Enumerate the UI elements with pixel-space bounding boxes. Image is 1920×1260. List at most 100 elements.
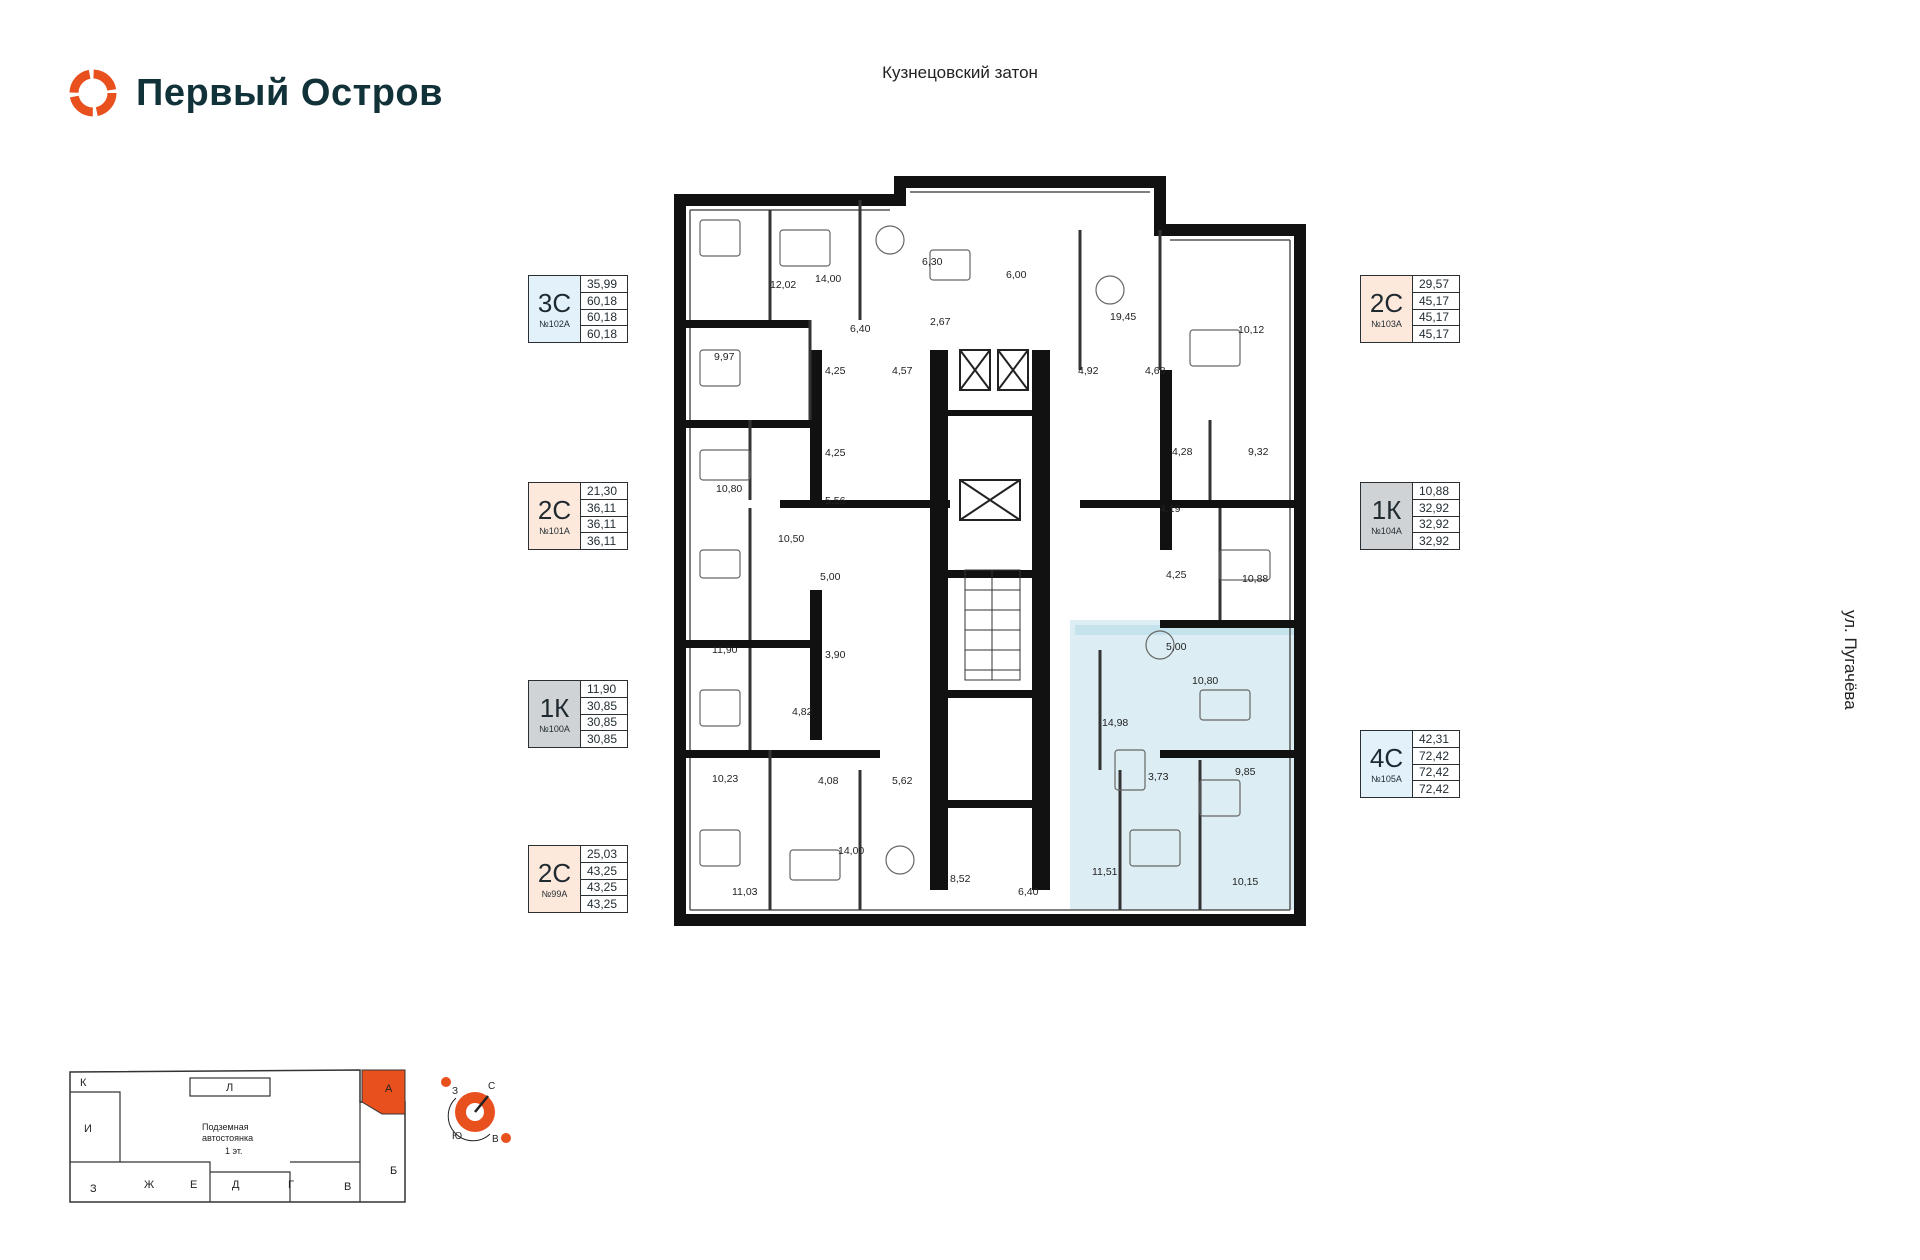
room-area: 4,25 bbox=[825, 365, 846, 377]
section-label: В bbox=[344, 1181, 351, 1193]
floor-plan: 12,02 14,00 6,30 6,00 19,45 10,12 6,40 2… bbox=[674, 176, 1306, 926]
room-area: 6,00 bbox=[1006, 269, 1027, 281]
apartment-type: 1К bbox=[539, 693, 570, 723]
room-area: 4,68 bbox=[1145, 365, 1166, 377]
room-area: 4,82 bbox=[792, 706, 813, 718]
apartment-area: 43,25 bbox=[581, 863, 627, 880]
compass-north: С bbox=[488, 1081, 495, 1092]
room-area: 9,85 bbox=[1235, 766, 1256, 778]
room-area: 5,00 bbox=[820, 571, 841, 583]
room-area: 3,73 bbox=[1148, 771, 1169, 783]
section-label: З bbox=[90, 1183, 97, 1195]
apartment-tag-101[interactable]: 2С №101А 21,30 36,11 36,11 36,11 bbox=[528, 482, 628, 550]
room-area: 14,00 bbox=[838, 845, 864, 857]
apartment-area: 60,18 bbox=[581, 293, 627, 310]
apartment-number: №104А bbox=[1371, 526, 1402, 536]
apartment-area: 25,03 bbox=[581, 846, 627, 863]
apartment-area: 29,57 bbox=[1413, 276, 1459, 293]
section-label: А bbox=[385, 1083, 393, 1095]
room-area: 6,40 bbox=[850, 323, 871, 335]
street-label-right: ул. Пугачёва bbox=[1841, 610, 1860, 710]
apartment-type: 2С bbox=[1369, 288, 1404, 318]
room-area: 2,67 bbox=[930, 316, 951, 328]
apartment-area: 72,42 bbox=[1413, 748, 1459, 765]
apartment-type: 2С bbox=[537, 495, 572, 525]
apartment-area: 60,18 bbox=[587, 327, 618, 342]
room-area: 10,50 bbox=[778, 533, 804, 545]
apartment-tag-102[interactable]: 3С №102А 35,99 60,18 60,18 60,18 bbox=[528, 275, 628, 343]
apartment-area: 30,85 bbox=[587, 732, 618, 747]
apartment-area: 72,42 bbox=[1413, 765, 1459, 782]
room-area: 4,25 bbox=[825, 447, 846, 459]
section-l[interactable] bbox=[189, 1077, 271, 1097]
parking-label: Подземная bbox=[202, 1122, 249, 1132]
brand-logo-icon bbox=[69, 69, 117, 117]
room-area: 11,03 bbox=[732, 886, 758, 898]
parking-label: автостоянка bbox=[202, 1133, 253, 1143]
room-area: 4,19 bbox=[1160, 503, 1181, 515]
room-area: 10,80 bbox=[1192, 675, 1218, 687]
apartment-area: 30,85 bbox=[581, 715, 627, 732]
brand: Первый Остров bbox=[66, 66, 443, 120]
apartment-area: 10,88 bbox=[1413, 483, 1459, 500]
room-area: 5,00 bbox=[1166, 641, 1187, 653]
apartment-area: 43,25 bbox=[587, 897, 618, 912]
room-area: 11,90 bbox=[712, 644, 738, 656]
section-label: Е bbox=[190, 1179, 197, 1191]
apartment-number: №101А bbox=[539, 526, 570, 536]
apartment-area: 32,92 bbox=[1413, 517, 1459, 534]
room-area: 12,02 bbox=[770, 279, 796, 291]
section-label: Ж bbox=[144, 1179, 154, 1191]
apartment-tag-105[interactable]: 4С №105А 42,31 72,42 72,42 72,42 bbox=[1360, 730, 1460, 798]
apartment-tag-103[interactable]: 2С №103А 29,57 45,17 45,17 45,17 bbox=[1360, 275, 1460, 343]
room-area: 10,88 bbox=[1242, 573, 1268, 585]
room-area: 10,80 bbox=[716, 483, 742, 495]
room-area: 6,30 bbox=[922, 256, 943, 268]
apartment-number: №102А bbox=[539, 319, 570, 329]
apartment-area: 42,31 bbox=[1413, 731, 1459, 748]
room-area: 14,98 bbox=[1102, 717, 1128, 729]
room-area: 3,90 bbox=[825, 649, 846, 661]
apartment-type: 4С bbox=[1369, 743, 1404, 773]
sun-icon bbox=[501, 1133, 511, 1143]
room-area: 19,45 bbox=[1110, 311, 1136, 323]
apartment-tag-100[interactable]: 1К №100А 11,90 30,85 30,85 30,85 bbox=[528, 680, 628, 748]
section-a-highlight[interactable] bbox=[361, 1069, 406, 1115]
apartment-area: 36,11 bbox=[581, 517, 627, 534]
site-map: К Л А И З Ж Е Д Г В Б Подземная автостоя… bbox=[69, 1069, 406, 1203]
section-label: К bbox=[80, 1077, 87, 1089]
sun-icon bbox=[441, 1077, 451, 1087]
room-area: 9,97 bbox=[714, 351, 735, 363]
apartment-area: 72,42 bbox=[1419, 782, 1450, 797]
room-area: 4,25 bbox=[1166, 569, 1187, 581]
parking-level: 1 эт. bbox=[225, 1146, 243, 1156]
compass-east: В bbox=[492, 1134, 499, 1145]
brand-name: Первый Остров bbox=[136, 71, 443, 114]
apartment-tag-104[interactable]: 1К №104А 10,88 32,92 32,92 32,92 bbox=[1360, 482, 1460, 550]
room-area: 10,12 bbox=[1238, 324, 1264, 336]
room-area: 4,28 bbox=[1172, 446, 1193, 458]
apartment-area: 32,92 bbox=[1419, 534, 1450, 549]
apartment-area: 36,11 bbox=[581, 500, 627, 517]
apartment-type: 3С bbox=[537, 288, 572, 318]
section-label: Л bbox=[226, 1082, 233, 1094]
room-area: 8,52 bbox=[950, 873, 971, 885]
room-area: 9,32 bbox=[1248, 446, 1269, 458]
room-area: 5,62 bbox=[892, 775, 913, 787]
section-label: Г bbox=[288, 1179, 294, 1191]
room-area: 14,00 bbox=[815, 273, 841, 285]
room-area: 4,57 bbox=[892, 365, 913, 377]
apartment-area: 32,92 bbox=[1413, 500, 1459, 517]
apartment-area: 43,25 bbox=[581, 880, 627, 897]
section-label: Д bbox=[232, 1179, 240, 1191]
highlighted-apartment-105[interactable] bbox=[1070, 620, 1300, 910]
apartment-tag-99[interactable]: 2С №99А 25,03 43,25 43,25 43,25 bbox=[528, 845, 628, 913]
room-area: 4,08 bbox=[818, 775, 839, 787]
apartment-area: 30,85 bbox=[581, 698, 627, 715]
apartment-area: 60,18 bbox=[581, 310, 627, 327]
apartment-area: 45,17 bbox=[1413, 310, 1459, 327]
section-label: И bbox=[84, 1123, 92, 1135]
section-label: Б bbox=[390, 1165, 397, 1177]
apartment-number: №105А bbox=[1371, 774, 1402, 784]
apartment-area: 35,99 bbox=[581, 276, 627, 293]
